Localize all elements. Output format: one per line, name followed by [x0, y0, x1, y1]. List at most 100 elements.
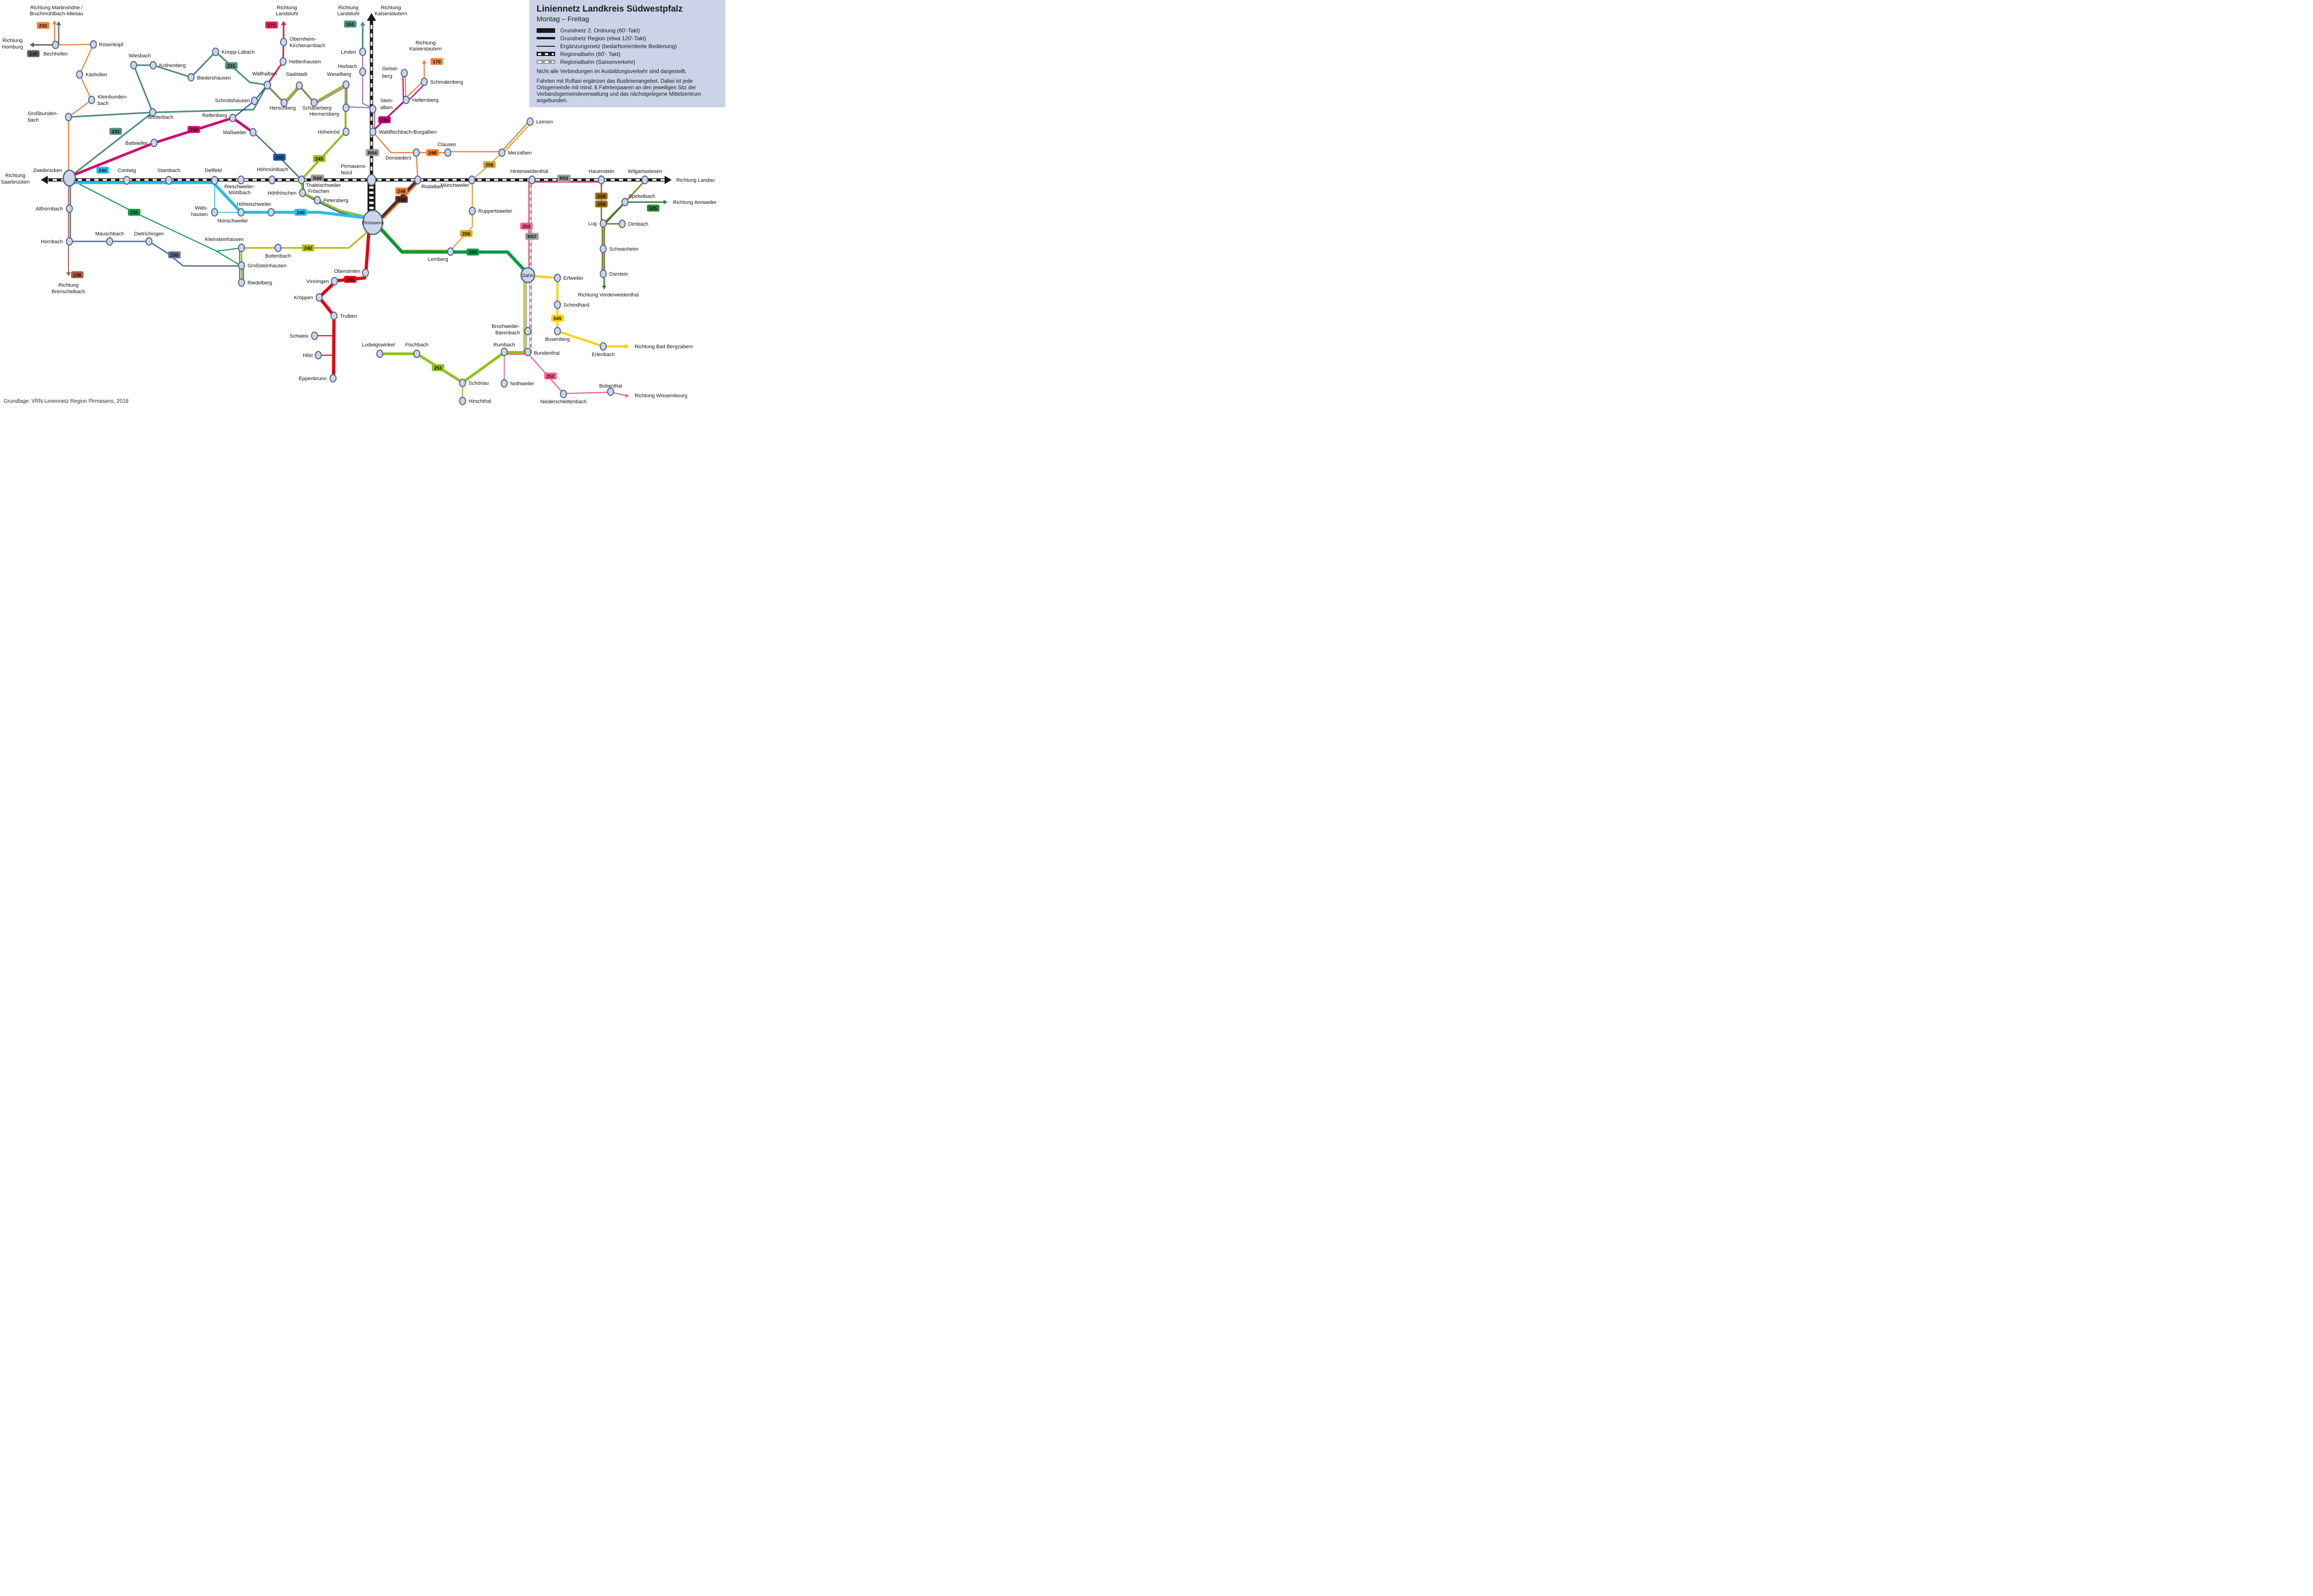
line-badge-label-235: 235 [170, 253, 179, 258]
station-petersberg [314, 196, 321, 205]
station-label-kleinbundenbach-1: Kleinbunden- [98, 94, 128, 100]
line-badge-251-30 [432, 364, 445, 371]
station-label-bobenthal: Bobenthal [599, 383, 622, 389]
station-label-merzalben: Merzalben [508, 150, 532, 156]
station-label-clausen: Clausen [438, 142, 456, 148]
station-bobenthal [607, 387, 614, 396]
station-clausen [444, 148, 451, 157]
station-bruchweiler-baerenbach [524, 327, 532, 336]
station-schauerberg [310, 98, 318, 107]
line-badge-249-22 [395, 196, 408, 203]
source-note: Grundlage: VRN-Liniennetz Region Pirmase… [4, 399, 129, 404]
station-label-grossbundenbach-2: bach [28, 117, 39, 123]
line-255 [317, 232, 371, 379]
legend-sample-medium-icon [537, 37, 555, 40]
line-badge-label-250: 250 [469, 250, 477, 255]
line-badge-252-18 [520, 222, 533, 230]
text-richtung-landstuhl-171-2: Landstuhl [276, 11, 298, 17]
arrow-236-down [66, 272, 71, 276]
line-badge-label-248: 248 [428, 150, 437, 156]
line-231-zweibruecken [69, 111, 154, 178]
station-label-schindhard: Schindhard [563, 302, 589, 308]
station-thaleischweiler-froeschen [298, 175, 305, 185]
text-richtung-kaiserslautern-170-2: Kaiserslautern [409, 46, 442, 52]
station-label-mauschbach: Mauschbach [95, 231, 124, 237]
line-badge-label-R55: R55 [559, 176, 568, 181]
station-label-eppenbrunn: Eppenbrunn [299, 376, 327, 382]
station-label-waldfischbach-burgalben: Waldfischbach-Burgalben [379, 129, 437, 135]
legend-subtitle: Montag – Freitag [537, 15, 589, 23]
line-badge-R68-14 [310, 174, 324, 182]
station-schweix [311, 331, 318, 340]
line-171 [266, 23, 284, 85]
line-badge-label-171: 171 [267, 23, 276, 28]
legend-note-1: Nicht alle Verbindungen im Ausbildungsve… [537, 68, 687, 74]
station-label-lemberg: Lemberg [428, 257, 448, 262]
station-darstein [600, 269, 607, 278]
line-badge-545-35 [551, 314, 564, 322]
station-nothweiler [501, 379, 508, 388]
station-ruppertsweiler [469, 206, 476, 216]
station-herschberg [280, 98, 288, 107]
station-label-hilst: Hilst [303, 353, 313, 358]
line-badge-label-259: 259 [597, 202, 606, 207]
station-label-schauerberg: Schauerberg [303, 105, 332, 111]
text-richtung-landstuhl-171-1: Richtung [277, 5, 297, 11]
station-label-rodalben: Rodalben [421, 184, 443, 190]
line-badge-231-3 [225, 62, 238, 69]
station-label-bruchweiler-baerenbach-2: Bärenbach [495, 330, 520, 336]
line-248-rodalben [415, 153, 419, 180]
station-busenberg [554, 327, 561, 336]
station-label-horbach: Horbach [338, 64, 357, 69]
station-hettenhausen [279, 57, 287, 66]
station-linden [359, 47, 366, 56]
station-grossbundenbach [65, 112, 72, 122]
line-badge-label-231: 231 [227, 63, 235, 69]
station-dimbach [618, 219, 626, 228]
station-label-reifenberg: Reifenberg [202, 113, 227, 118]
station-obersimten [362, 268, 369, 277]
line-246 [372, 99, 407, 132]
line-235-diagonal [148, 240, 239, 267]
station-leimen [526, 117, 534, 126]
text-richtung-brenschelbach-1: Richtung [58, 283, 78, 288]
line-badge-label-240: 240 [297, 210, 305, 216]
station-walshausen [211, 208, 218, 217]
station-hinterweidenthal [528, 175, 536, 185]
station-label-bechhofen: Bechhofen [43, 51, 68, 57]
station-label-schwanheim: Schwanheim [609, 246, 638, 252]
text-richtung-landstuhl-161-1: Richtung [338, 5, 358, 11]
line-256-ruppertsweiler [450, 180, 473, 251]
station-label-obersimten: Obersimten [334, 269, 360, 274]
station-hermersberg [342, 103, 350, 112]
line-badge-label-248: 248 [397, 189, 406, 194]
station-label-schoenau: Schönau [469, 381, 489, 386]
station-label-vinningen: Vinningen [306, 279, 329, 284]
station-geiselberg [401, 68, 408, 78]
station-reifenberg [229, 113, 236, 123]
station-label-kroeppen: Kröppen [294, 295, 313, 301]
station-hilst [315, 351, 322, 360]
station-donsieders [413, 148, 420, 157]
arrow-238-up [56, 21, 61, 25]
line-badge-259-33 [595, 200, 608, 208]
station-label-schmitshausen: Schmitshausen [215, 98, 250, 104]
line-545 [532, 275, 627, 348]
station-pirmasens [362, 210, 383, 235]
station-grosssteinhausen [238, 261, 245, 270]
station-label-rumbach: Rumbach [493, 342, 515, 348]
line-170-schmalenberg [405, 80, 424, 99]
text-richtung-martinshoehe-2: Bruchmühlbach-Miesau [30, 11, 83, 17]
station-label-weselberg: Weselberg [327, 72, 351, 77]
station-label-petersberg: Petersberg [323, 198, 348, 203]
arrow-252-right [625, 394, 629, 398]
station-label-linden: Linden [341, 49, 356, 55]
legend-sample-thick-icon [537, 28, 555, 33]
station-label-thaleischweiler-froeschen-1: Thaleischweiler [306, 183, 341, 188]
station-rodalben [414, 175, 421, 185]
station-lug [600, 219, 607, 228]
station-label-althornbach: Althornbach [36, 206, 63, 212]
line-525-lug [605, 203, 625, 224]
station-lemberg [447, 247, 454, 256]
line-badge-250-29 [466, 248, 479, 256]
